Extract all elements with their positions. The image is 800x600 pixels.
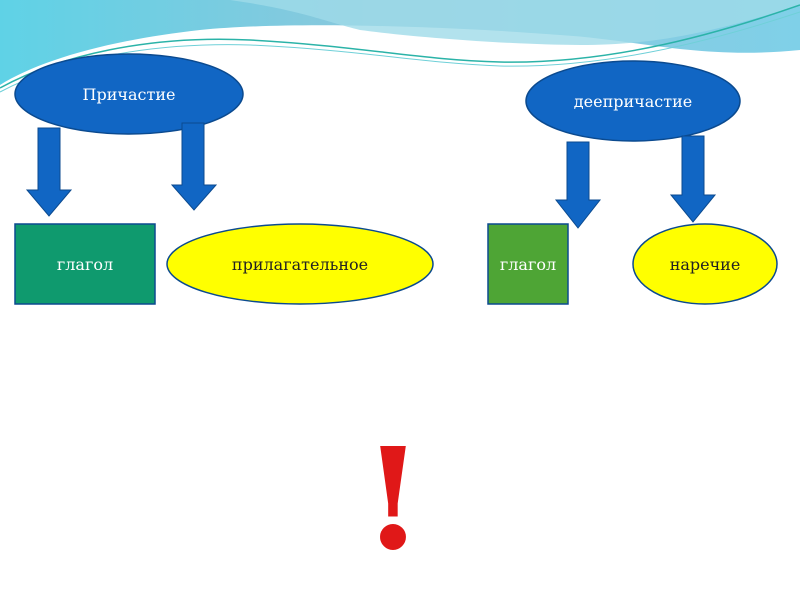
prichastie-label: Причастие: [83, 85, 176, 104]
arrow-down-icon: [554, 141, 602, 229]
arrow-down-icon: [170, 122, 218, 211]
arrow-down-icon: [669, 135, 717, 223]
narechie-label: наречие: [670, 255, 741, 274]
prilagatelnoe-label: прилагательное: [232, 255, 368, 274]
glagol-label-left: глагол: [57, 255, 113, 274]
exclamation-mark: !: [362, 418, 423, 582]
arrow-down-icon: [25, 127, 73, 217]
prichastie-node: Причастие: [14, 53, 244, 135]
prilagatelnoe-node: прилагательное: [166, 223, 434, 305]
glagol-label-right: глагол: [500, 255, 556, 274]
glagol-box-right: глагол: [487, 223, 569, 305]
deeprichastie-label: деепричастие: [574, 92, 692, 111]
glagol-box-left: глагол: [14, 223, 156, 305]
deeprichastie-node: деепричастие: [525, 60, 741, 142]
narechie-node: наречие: [632, 223, 778, 305]
